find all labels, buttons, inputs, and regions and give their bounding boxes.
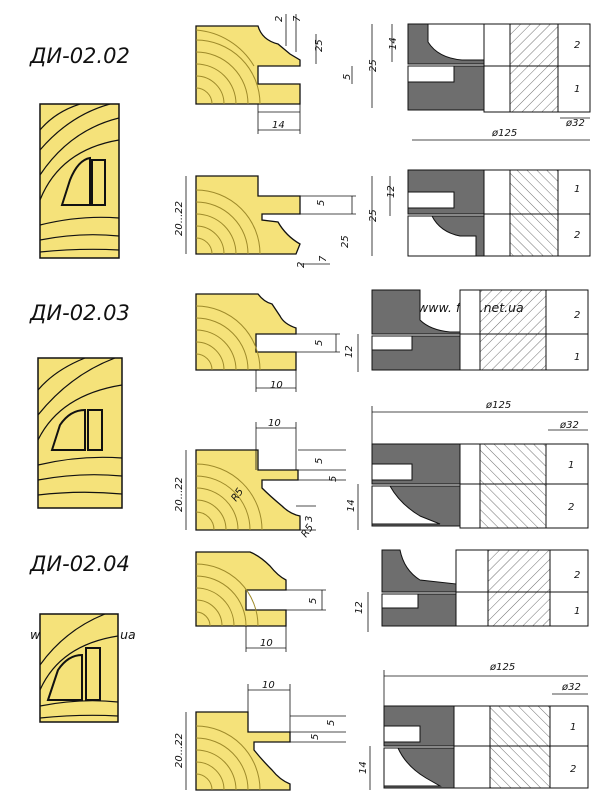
dim-14-cutter: 14 (358, 761, 369, 774)
part-1: 1 (574, 606, 580, 617)
dim-d125: ø125 (485, 400, 511, 411)
cutter-section-3 (371, 289, 589, 371)
dim-7: 7 (292, 15, 303, 22)
part-2: 2 (574, 40, 580, 51)
part-1: 1 (574, 184, 580, 195)
dim-r5: R5 (299, 523, 316, 540)
dim-14-cutter: 14 (388, 37, 399, 50)
assembly-sketch-2 (37, 357, 123, 509)
dim-5: 5 (342, 74, 353, 80)
dim-25: 25 (340, 235, 351, 248)
model-label-di-02-04: ДИ-02.04 (30, 552, 130, 576)
dim-25-cutter: 25 (368, 59, 379, 72)
wood-profile-3 (195, 293, 297, 371)
dim-12-cutter: 12 (386, 185, 397, 198)
part-1: 1 (568, 460, 574, 471)
dimension-lines (185, 14, 590, 790)
wood-profile-1 (195, 25, 301, 105)
dim-range: 20...22 (174, 201, 185, 236)
assembly-sketch-3 (39, 613, 119, 723)
dim-14-cutter: 14 (346, 499, 357, 512)
wood-profile-4 (195, 449, 301, 531)
part-1: 1 (570, 722, 576, 733)
dim-10: 10 (268, 418, 281, 429)
dim-5: 5 (316, 200, 327, 206)
cutter-section-4 (371, 443, 589, 529)
dim-5: 5 (308, 598, 319, 604)
dim-5: 5 (314, 340, 325, 346)
wood-profile-6 (195, 711, 291, 791)
assembly-sketch-1 (39, 103, 120, 259)
part-2: 2 (570, 764, 576, 775)
dim-5: 5 (326, 720, 337, 726)
dim-range: 20...22 (174, 477, 185, 512)
dim-5: 5 (314, 458, 325, 464)
cutter-section-1 (407, 23, 591, 113)
dim-d32: ø32 (565, 118, 585, 129)
dimension-labels: 2 7 25 5 14 25 14 ø125 ø32 2 1 20...22 5… (174, 15, 585, 775)
dim-d32: ø32 (559, 420, 579, 431)
part-2: 2 (574, 570, 580, 581)
dim-14: 14 (272, 120, 285, 131)
part-1: 1 (574, 84, 580, 95)
dim-5: 5 (310, 734, 321, 740)
dim-12-cutter: 12 (354, 601, 365, 614)
part-2: 2 (574, 230, 580, 241)
model-label-di-02-02: ДИ-02.02 (30, 44, 130, 68)
dim-25-cutter: 25 (368, 209, 379, 222)
cutter-section-6 (383, 705, 589, 789)
dim-5: 5 (328, 476, 339, 482)
dim-2: 2 (274, 16, 285, 22)
dim-12-cutter: 12 (344, 345, 355, 358)
wood-profile-5 (195, 551, 287, 627)
dim-range: 20...22 (174, 733, 185, 768)
dim-7: 7 (318, 255, 329, 262)
cutter-section-2 (407, 169, 591, 257)
dim-10: 10 (260, 638, 273, 649)
dim-d32: ø32 (561, 682, 581, 693)
part-2: 2 (574, 310, 580, 321)
dim-10: 10 (262, 680, 275, 691)
cutter-section-5 (381, 549, 589, 627)
dim-d125: ø125 (489, 662, 515, 673)
dim-d125: ø125 (491, 128, 517, 139)
dim-2: 2 (296, 262, 307, 268)
dim-3: 3 (304, 516, 315, 522)
wood-profile-2 (195, 175, 301, 255)
dim-25: 25 (314, 39, 325, 52)
part-1: 1 (574, 352, 580, 363)
model-label-di-02-03: ДИ-02.03 (30, 301, 130, 325)
dim-10: 10 (270, 380, 283, 391)
part-2: 2 (568, 502, 574, 513)
